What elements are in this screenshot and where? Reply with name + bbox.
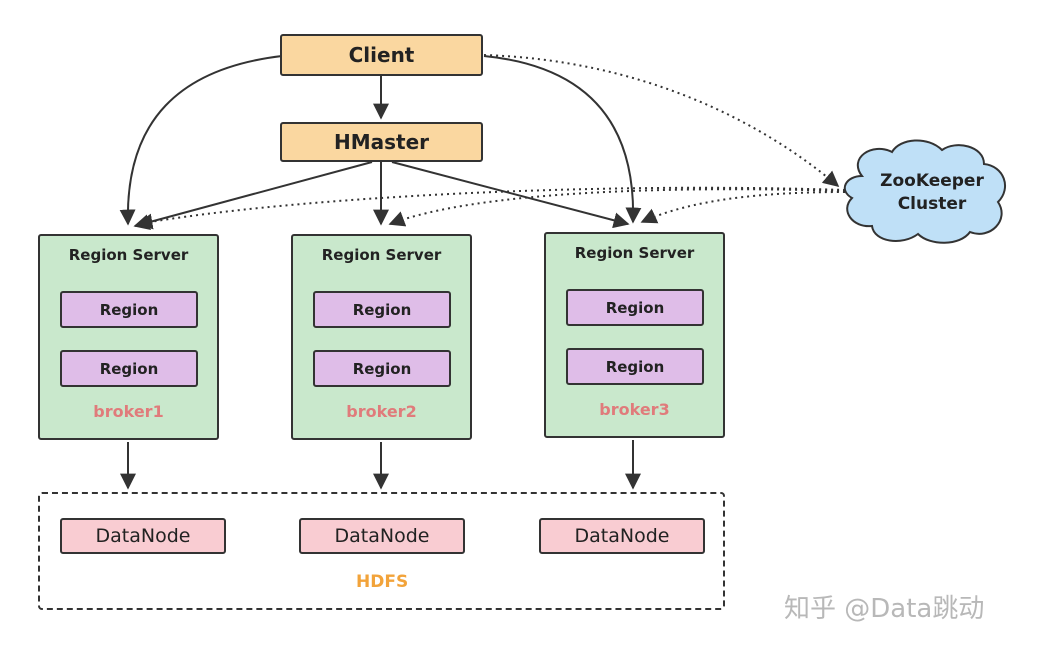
broker-label: broker2	[346, 402, 417, 421]
datanode-2: DataNode	[299, 518, 465, 554]
region-box: Region	[313, 291, 451, 328]
zookeeper-label-line1: ZooKeeper	[880, 171, 984, 191]
region-box: Region	[566, 348, 704, 385]
client-to-rs1-arrow	[119, 55, 283, 226]
region-server-3: Region Server Region Region broker3	[544, 232, 725, 438]
region-box: Region	[566, 289, 704, 326]
datanode-3: DataNode	[539, 518, 705, 554]
zookeeper-label: ZooKeeper Cluster	[860, 170, 1004, 216]
broker-label: broker3	[599, 400, 670, 419]
broker-label: broker1	[93, 402, 164, 421]
hmaster-to-rs1-arrow	[133, 161, 373, 230]
zookeeper-cloud	[843, 139, 1006, 244]
hdfs-container	[38, 492, 725, 610]
region-server-title: Region Server	[574, 244, 695, 262]
zookeeper-to-rs2-dotted-arrow	[388, 188, 846, 227]
region-box: Region	[60, 350, 198, 387]
client-to-rs3-arrow	[483, 55, 642, 224]
hmaster-node: HMaster	[280, 122, 483, 162]
zookeeper-label-line2: Cluster	[897, 194, 967, 214]
region-box: Region	[60, 291, 198, 328]
datanode-1: DataNode	[60, 518, 226, 554]
hmaster-to-rs3-arrow	[391, 161, 630, 229]
region-box: Region	[313, 350, 451, 387]
region-server-title: Region Server	[321, 246, 442, 264]
region-server-title: Region Server	[68, 246, 189, 264]
zookeeper-to-rs1-dotted-arrow	[136, 186, 846, 230]
region-server-1: Region Server Region Region broker1	[38, 234, 219, 440]
region-server-2: Region Server Region Region broker2	[291, 234, 472, 440]
zookeeper-to-rs3-dotted-arrow	[640, 191, 846, 224]
watermark: 知乎 @Data跳动	[784, 594, 985, 624]
client-to-zookeeper-dotted-arrow	[483, 54, 840, 188]
client-node: Client	[280, 34, 483, 76]
hdfs-label: HDFS	[356, 572, 409, 592]
